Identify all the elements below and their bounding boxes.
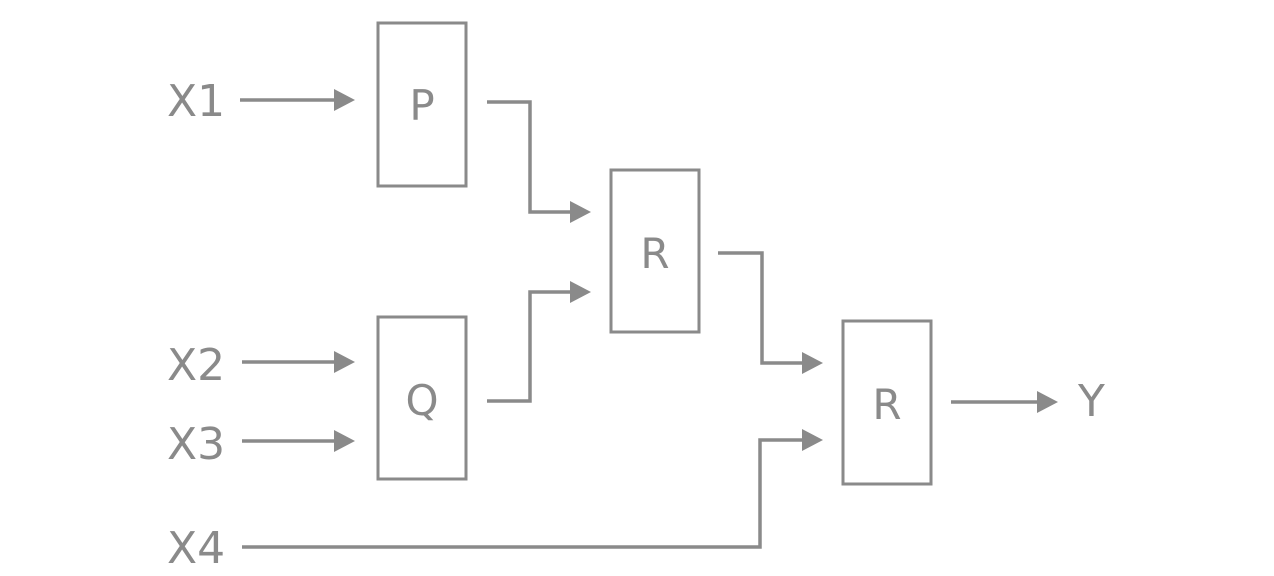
- block-p: P: [376, 21, 468, 188]
- arrow-x3-to-q: [242, 430, 355, 452]
- arrow-r-first-to-r-second: [718, 251, 823, 374]
- block-q: Q: [376, 315, 468, 481]
- input-label-x1: X1: [167, 76, 225, 127]
- block-r-first: R: [609, 168, 701, 334]
- arrow-x1-to-p: [240, 89, 355, 111]
- input-label-x3: X3: [167, 419, 225, 470]
- arrow-q-to-r-first: [487, 281, 591, 403]
- block-r-second-label: R: [872, 380, 901, 429]
- arrow-p-to-r-first: [487, 100, 591, 223]
- block-r-first-label: R: [640, 229, 669, 278]
- block-r-second: R: [841, 319, 933, 486]
- output-label-y: Y: [1077, 376, 1105, 427]
- input-label-x4: X4: [167, 523, 225, 574]
- block-p-label: P: [409, 81, 434, 130]
- arrow-x2-to-q: [242, 351, 355, 373]
- block-q-label: Q: [405, 376, 438, 425]
- input-label-x2: X2: [167, 340, 225, 391]
- arrow-x4-to-r-second: [242, 429, 823, 549]
- arrow-r-second-to-y: [951, 391, 1058, 413]
